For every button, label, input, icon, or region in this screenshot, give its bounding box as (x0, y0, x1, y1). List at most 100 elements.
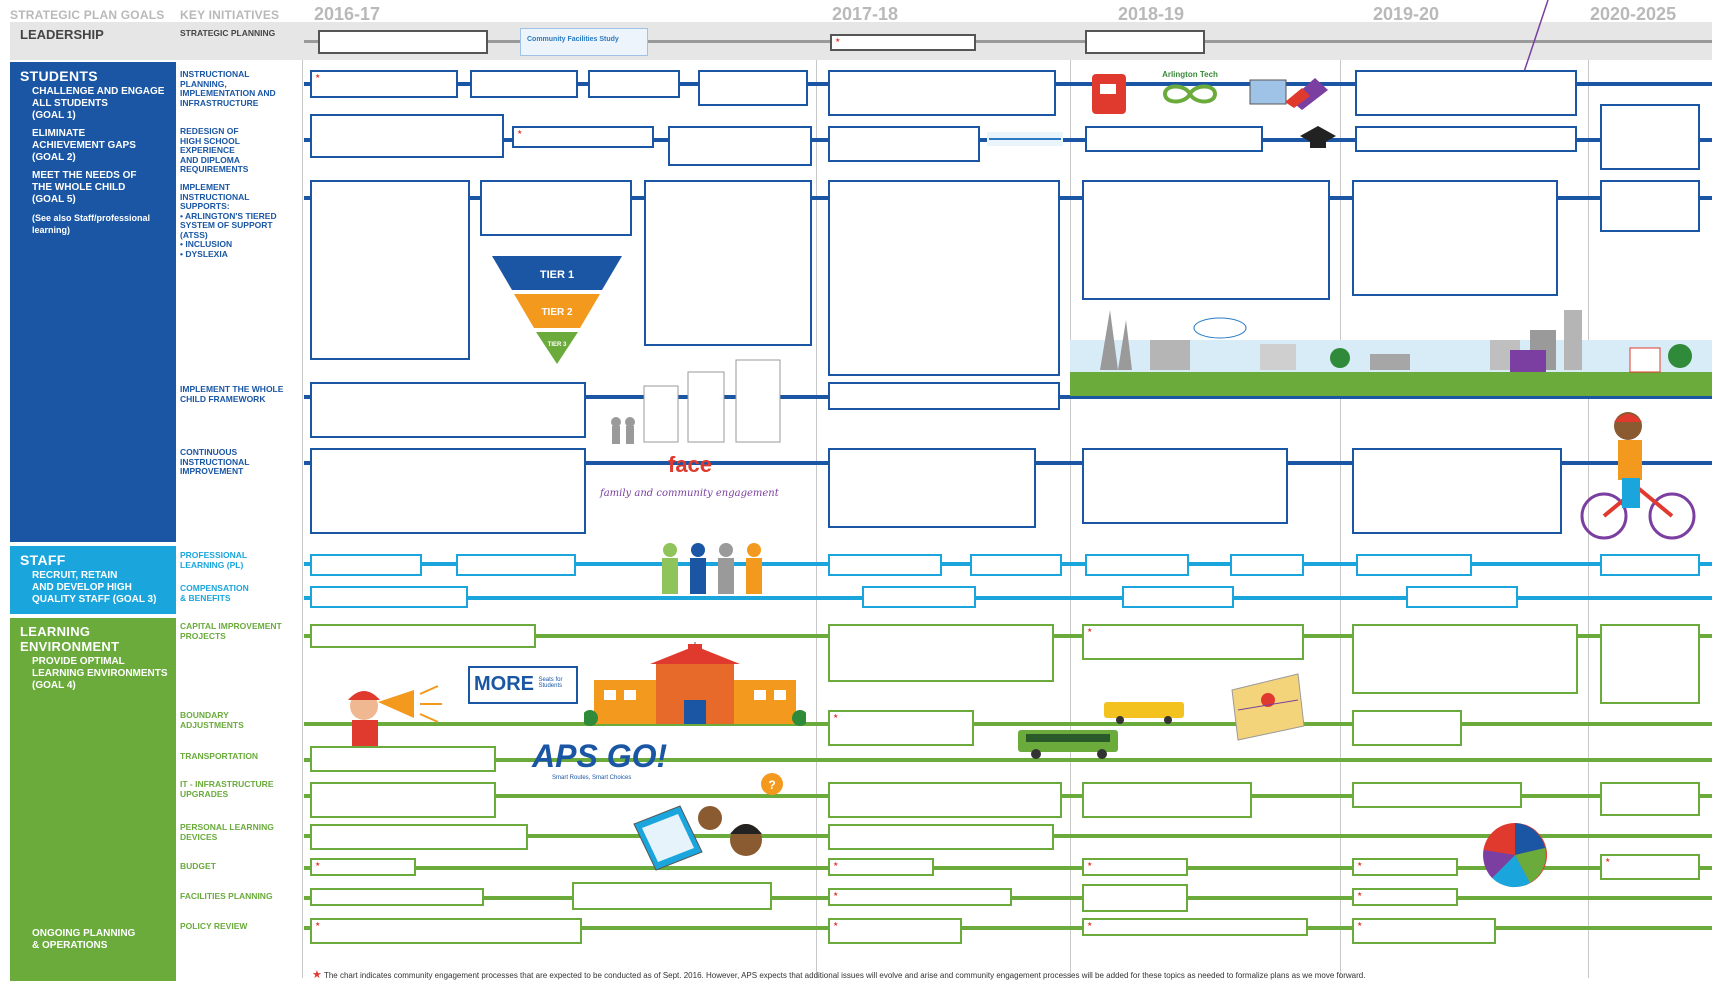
timeline-transportation (304, 758, 1712, 762)
infinity-icon (1162, 84, 1218, 104)
task-box: ★ (1082, 918, 1308, 936)
task-box (470, 70, 578, 98)
task-box (588, 70, 680, 98)
aps-go-subtext: Smart Routes, Smart Choices (552, 775, 632, 781)
initiative-facilities-planning: FACILITIES PLANNING (180, 891, 273, 901)
task-box (1600, 554, 1700, 576)
task-box (1230, 554, 1304, 576)
aps-go-logo: APS GO! Smart Routes, Smart Choices (532, 738, 667, 781)
initiative-boundary: BOUNDARY ADJUSTMENTS (180, 710, 244, 730)
svg-text:?: ? (768, 778, 775, 792)
task-box (310, 746, 496, 772)
arlington-tech-label: Arlington Tech (1162, 70, 1218, 79)
documents-stack-illustration (611, 359, 781, 444)
header-year-1: 2016-17 (314, 4, 381, 24)
task-box: ★ (310, 858, 416, 876)
megaphone-child-illustration (348, 685, 442, 748)
staff-band: STAFF RECRUIT, RETAIN AND DEVELOP HIGH Q… (10, 546, 176, 614)
students-title: STUDENTS (20, 68, 98, 84)
initiative-professional-learning: PROFESSIONAL LEARNING (PL) (180, 550, 248, 570)
header-year-2: 2017-18 (832, 4, 899, 24)
tier-pyramid: TIER 1 TIER 2 TIER 3 (492, 256, 622, 364)
robot-icon (1092, 74, 1126, 114)
task-box (1355, 70, 1577, 116)
task-box (1355, 126, 1577, 152)
column-divider (816, 22, 817, 978)
task-box (310, 888, 484, 906)
more-seats-text: MORE (474, 673, 534, 695)
boundary-map-icon (1231, 673, 1305, 741)
task-box: ★ (828, 858, 934, 876)
task-box (1352, 782, 1522, 808)
task-box (310, 448, 586, 534)
task-box (1082, 782, 1252, 818)
laptop-books-icon (1249, 78, 1328, 110)
column-divider (1070, 22, 1071, 978)
column-divider (302, 22, 303, 978)
task-box (310, 586, 468, 608)
ongoing-planning-label: ONGOING PLANNING & OPERATIONS (32, 928, 136, 951)
task-box (1085, 126, 1263, 152)
leadership-item: ★ (830, 34, 976, 51)
task-box: ★ (512, 126, 654, 148)
more-seats-logo: MORE Seats for Students (468, 666, 578, 704)
initiative-redesign: REDESIGN OF HIGH SCHOOL EXPERIENCE AND D… (180, 126, 249, 174)
task-box (828, 126, 980, 162)
tier-3-label: TIER 3 (548, 342, 567, 348)
task-box (1600, 782, 1700, 816)
initiative-budget: BUDGET (180, 861, 216, 871)
task-box (310, 554, 422, 576)
task-box (310, 382, 586, 438)
leadership-item (318, 30, 488, 54)
task-box-inclusion (644, 180, 812, 346)
face-caption: family and community engagement (600, 488, 779, 499)
task-box (828, 824, 1054, 850)
tier-2-shape (514, 294, 600, 328)
task-box: ★ (828, 918, 962, 944)
students-goal-note: (See also Staff/professional learning) (32, 213, 151, 235)
initiative-whole-child: IMPLEMENT THE WHOLE CHILD FRAMEWORK (180, 384, 284, 404)
tier-1-shape (492, 256, 622, 290)
tier-3-shape (536, 332, 578, 364)
aps-go-text: APS GO! (532, 738, 668, 774)
students-band: STUDENTS CHALLENGE AND ENGAGE ALL STUDEN… (10, 62, 176, 542)
task-box (310, 824, 528, 850)
initiative-policy-review: POLICY REVIEW (180, 921, 248, 931)
school-bus-icon (1104, 702, 1184, 724)
initiative-personal-devices: PERSONAL LEARNING DEVICES (180, 822, 274, 842)
task-box (456, 554, 576, 576)
face-logo-text: face (668, 452, 713, 477)
staff-people-icon (662, 543, 762, 594)
task-box (970, 554, 1062, 576)
header-initiatives: KEY INITIATIVES (180, 8, 280, 22)
callout-pointer-line (1521, 0, 1549, 79)
laptop-students-illustration (633, 805, 762, 871)
task-box (1600, 180, 1700, 232)
learning-goal: PROVIDE OPTIMAL LEARNING ENVIRONMENTS (G… (32, 656, 168, 691)
header-year-5: 2020-2025 (1590, 4, 1677, 24)
task-box (1600, 104, 1700, 170)
task-box (310, 782, 496, 818)
column-divider (1340, 22, 1341, 978)
staff-title: STAFF (20, 552, 66, 568)
tier-1-label: TIER 1 (540, 269, 574, 281)
task-box: ★ (1352, 888, 1458, 906)
task-box (1352, 448, 1562, 534)
task-box (1352, 180, 1558, 296)
task-box: ★ (1082, 858, 1188, 876)
header-year-3: 2018-19 (1118, 4, 1185, 24)
task-box (1600, 624, 1700, 704)
task-box-dyslexia (480, 180, 632, 236)
task-box (828, 180, 1060, 376)
task-box (828, 624, 1054, 682)
timeline-boundary (304, 722, 1712, 726)
task-box (862, 586, 976, 608)
initiative-continuous: CONTINUOUS INSTRUCTIONAL IMPROVEMENT (180, 447, 250, 476)
task-box (1352, 624, 1578, 694)
task-box-atss (310, 180, 470, 360)
task-box (828, 448, 1036, 528)
students-goal-2: ELIMINATE ACHIEVEMENT GAPS (GOAL 2) (32, 128, 136, 163)
cfs-title: Community Facilities Study (527, 36, 619, 43)
learning-environment-band: LEARNING ENVIRONMENT PROVIDE OPTIMAL LEA… (10, 618, 176, 981)
task-box (1352, 710, 1462, 746)
